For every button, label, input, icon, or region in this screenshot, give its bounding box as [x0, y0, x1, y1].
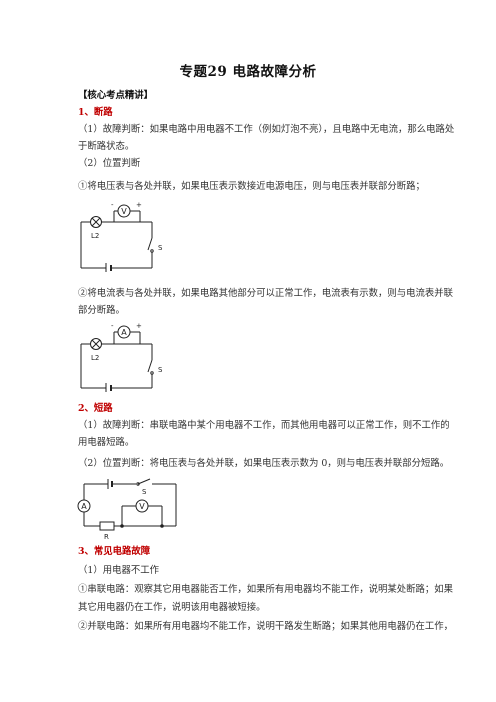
- section-2-heading: 2、短路: [78, 403, 113, 414]
- switch-label: S: [142, 488, 147, 496]
- switch-label: S: [158, 366, 163, 374]
- resistor-label: R: [104, 533, 109, 541]
- plus-label: +: [136, 322, 142, 330]
- voltmeter-label: V: [139, 502, 145, 511]
- circuit-figure-ammeter: A L2 S - +: [80, 322, 163, 392]
- ammeter-label: A: [81, 502, 87, 511]
- s1-paragraph-1a: （1）故障判断：如果电路中用电器不工作（例如灯泡不亮），且电路中无电流，那么电路…: [78, 124, 455, 135]
- minus-label: -: [111, 201, 114, 209]
- section-1-heading: 1、断路: [78, 107, 113, 118]
- s1-paragraph-2: （2）位置判断: [78, 158, 141, 169]
- page-title: 专题29 电路故障分析: [179, 64, 317, 80]
- minus-label: -: [111, 322, 114, 330]
- s1-paragraph-4b: 部分断路。: [78, 305, 125, 316]
- resistor-icon: [99, 521, 115, 531]
- s1-paragraph-3: ①将电压表与各处并联，如果电压表示数接近电源电压，则与电压表并联部分断路；: [78, 181, 425, 192]
- s3-paragraph-1: （1）用电器不工作: [78, 565, 159, 576]
- plus-label: +: [136, 201, 142, 209]
- meter-label: A: [121, 328, 127, 337]
- s2-paragraph-1b: 用电器短路。: [78, 437, 135, 448]
- lamp-icon: [90, 338, 102, 350]
- s1-paragraph-1b: 于断路状态。: [78, 141, 135, 152]
- s3-paragraph-2b: 其它用电器仍在工作，说明该用电器被短接。: [78, 602, 266, 613]
- s3-paragraph-3: ②并联电路：如果所有用电器均不能工作，说明干路发生断路；如果其他用电器仍在工作，: [78, 621, 454, 632]
- s3-paragraph-2a: ①串联电路：观察其它用电器能否工作，如果所有用电器均不能工作，说明某处断路；如果: [78, 584, 454, 595]
- s1-paragraph-4a: ②将电流表与各处并联，如果电路其他部分可以正常工作，电流表有示数，则与电流表并联: [78, 288, 454, 299]
- s2-paragraph-2: （2）位置判断：将电压表与各处并联，如果电压表示数为 0，则与电压表并联部分短路…: [78, 458, 450, 469]
- circuit-figure-short: A V S R: [77, 478, 177, 541]
- lamp-label: L2: [91, 354, 99, 362]
- switch-label: S: [158, 244, 163, 252]
- s2-paragraph-1a: （1）故障判断：串联电路中某个用电器不工作，而其他用电器可以正常工作，则不工作的: [78, 420, 450, 431]
- lamp-icon: [90, 216, 102, 228]
- section-core-label: 【核心考点精讲】: [78, 90, 154, 101]
- lamp-label: L2: [91, 232, 99, 240]
- section-3-heading: 3、常见电路故障: [78, 546, 151, 557]
- circuit-figure-voltmeter: V L2 S - +: [80, 201, 163, 272]
- meter-label: V: [121, 207, 127, 216]
